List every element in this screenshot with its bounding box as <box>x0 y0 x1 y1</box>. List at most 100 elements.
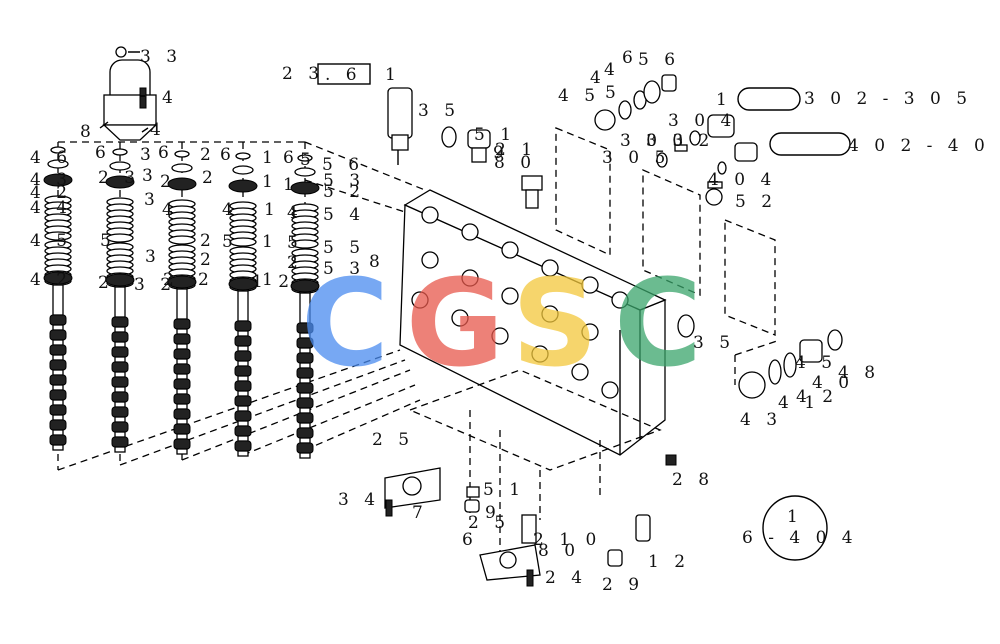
part-label: 8 0 <box>494 153 536 173</box>
side-plates <box>408 127 781 560</box>
part-label: 9 <box>493 143 509 163</box>
part-label: 5 3 <box>323 259 365 279</box>
part-label: 1 <box>262 232 278 252</box>
part-label: 4 <box>222 200 238 220</box>
part-label: 2 1 <box>495 140 537 160</box>
part-label: 3 5 <box>418 101 460 121</box>
part-label: 3 0 2 <box>646 131 714 151</box>
part-label: 1 2 <box>252 272 294 292</box>
part-label: 3 <box>144 190 160 210</box>
part-label: 4 <box>150 120 166 140</box>
part-label: 1 <box>716 90 732 110</box>
part-label: 5 <box>605 83 621 103</box>
part-label: 1 <box>262 172 278 192</box>
spool-3 <box>167 150 197 455</box>
port-3 <box>501 241 519 259</box>
port-13 <box>451 309 469 327</box>
part-label: 8 0 <box>538 541 580 561</box>
part-label: 6 <box>622 48 638 68</box>
part-label: 2 <box>98 273 114 293</box>
part-label: 6 <box>283 148 299 168</box>
part-label: 3 <box>142 166 158 186</box>
part-label: 4 5 <box>30 231 72 251</box>
part-label: 4 4 <box>30 198 72 218</box>
part-label: 4 8 <box>838 363 880 383</box>
port-1 <box>421 206 439 224</box>
part-label: 5 <box>100 231 116 251</box>
part-label: 4 3 <box>740 410 782 430</box>
part-label: 4 0 <box>812 373 854 393</box>
port-15 <box>531 345 549 363</box>
port-17 <box>601 381 619 399</box>
body-ports <box>411 206 629 399</box>
part-label: 4 2 <box>30 183 72 203</box>
port-16 <box>571 363 589 381</box>
part-label: 1 <box>262 270 278 290</box>
part-label: 5 4 <box>323 205 365 225</box>
watermark-letter: C <box>301 255 389 394</box>
spool-4 <box>228 152 258 457</box>
part-label: 6 <box>95 143 111 163</box>
part-label: 2 <box>287 253 303 273</box>
part-label: 4 <box>590 68 606 88</box>
port-2 <box>461 223 479 241</box>
port-10 <box>541 305 559 323</box>
part-label: 8 <box>369 252 385 272</box>
part-label: 1 <box>283 175 299 195</box>
spool-2 <box>105 148 135 453</box>
port-5 <box>581 276 599 294</box>
part-label: 4 <box>162 200 178 220</box>
part-label: 5 1 <box>474 125 516 145</box>
part-label: 4 0 4 <box>708 170 776 190</box>
relief-valve-cartridge <box>99 46 158 141</box>
spool-5 <box>290 154 320 459</box>
part-label: 4 1 <box>778 393 820 413</box>
part-label: 5 <box>287 233 303 253</box>
part-label: 4 5 <box>558 86 600 106</box>
part-label: 1 <box>787 507 803 527</box>
part-label: 5 1 <box>483 480 525 500</box>
part-label: 5 6 <box>638 50 680 70</box>
port-7 <box>421 251 439 269</box>
part-label: 2 <box>200 250 216 270</box>
part-label: 2 3 <box>282 64 324 84</box>
part-label: 2 <box>200 231 216 251</box>
part-label: 5 3 <box>323 171 365 191</box>
fittings <box>317 63 851 587</box>
part-label: 4 <box>162 88 178 108</box>
part-label: 3 0 3 <box>620 131 688 151</box>
watermark-letter: G <box>406 255 505 394</box>
spool-1 <box>43 146 73 451</box>
part-label: 4 2 <box>30 270 72 290</box>
part-label: 2 <box>198 270 214 290</box>
part-label: 3 0 2 - 3 0 5 <box>804 89 972 109</box>
part-label: 2 8 <box>672 470 714 490</box>
part-label: 2 <box>200 145 216 165</box>
part-label: 4 0 2 - 4 0 4 <box>848 136 1000 156</box>
part-label: 3 3 <box>140 47 182 67</box>
part-label: 4 5 <box>795 353 837 373</box>
port-8 <box>461 269 479 287</box>
part-label: 6 - 4 0 4 <box>742 528 858 548</box>
part-label: 5 2 <box>323 182 365 202</box>
part-label: 3 4 <box>338 490 380 510</box>
part-label: 3 <box>145 247 161 267</box>
valve-body <box>399 189 667 456</box>
part-label: 2 <box>160 172 176 192</box>
part-label: 1 <box>262 148 278 168</box>
part-label: 6 <box>158 143 174 163</box>
spool-stack <box>43 146 320 459</box>
part-label: 5 6 <box>322 155 364 175</box>
part-label: 8 <box>80 122 96 142</box>
port-9 <box>501 287 519 305</box>
part-label: 2 5 <box>372 430 414 450</box>
port-6 <box>611 291 629 309</box>
part-label: 2 4 <box>545 568 587 588</box>
part-label: 9 <box>485 503 501 523</box>
part-label: 1 <box>385 65 401 85</box>
part-label: 3 2 <box>134 275 176 295</box>
port-14 <box>491 327 509 345</box>
part-label: 4 3 <box>30 170 72 190</box>
